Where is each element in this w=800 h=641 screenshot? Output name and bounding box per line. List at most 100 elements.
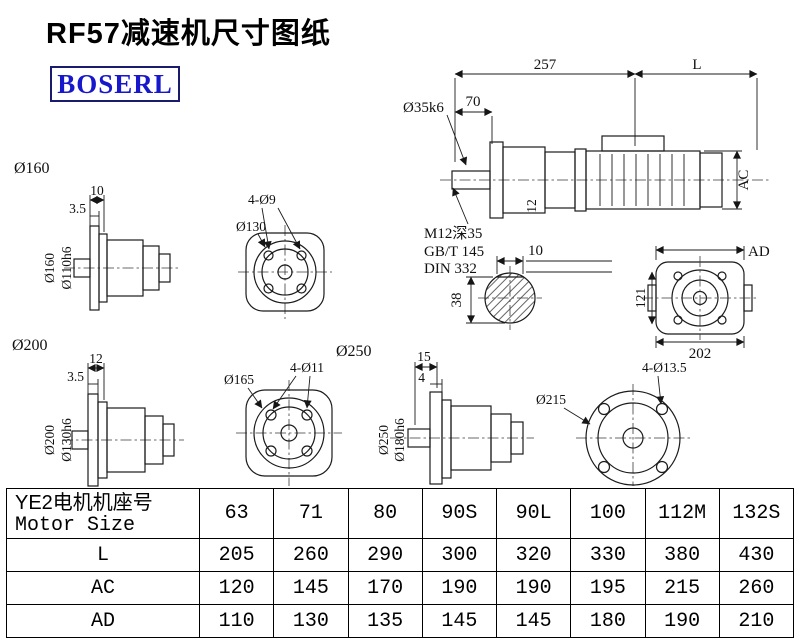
bolt-hole: [263, 250, 274, 261]
dim-3-5: 3.5: [67, 369, 84, 384]
dim-3-5: 3.5: [69, 201, 86, 216]
table-row-L: L 205 260 290 300 320 330 380 430: [6, 538, 795, 572]
bolt-hole: [673, 315, 683, 325]
dim-257: 257: [534, 57, 557, 73]
row-label-AC: AC: [6, 571, 200, 605]
dim-38: 38: [449, 293, 465, 308]
table-cell: 170: [347, 571, 423, 605]
standard-gbt145: GB/T 145: [424, 244, 484, 260]
table-cell: 290: [347, 538, 423, 572]
dim-4-holes-13-5: 4-Ø13.5: [642, 360, 687, 375]
table-cell: 145: [421, 604, 498, 638]
dim-d215: Ø215: [536, 392, 566, 407]
dim-d110h6: Ø110h6: [59, 246, 74, 289]
view-250-side: Ø250 15 4 Ø250 Ø180h6: [336, 343, 534, 485]
dim-d130h6: Ø130h6: [59, 418, 74, 462]
dim-202: 202: [689, 346, 712, 362]
table-cell: 430: [718, 538, 795, 572]
dim-d200: Ø200: [42, 425, 57, 455]
dim-L: L: [692, 57, 701, 73]
table-cell: 190: [495, 571, 572, 605]
view-main-assembly: 257 L 70 Ø35k6: [403, 57, 770, 277]
view-flange-165: 4-Ø11 Ø165: [224, 360, 342, 486]
bolt-hole: [717, 315, 727, 325]
table-cell: 320: [495, 538, 572, 572]
table-header-row: YE2电机机座号 Motor Size 63 71 80 90S 90L 100…: [6, 488, 795, 539]
view-160-label: Ø160: [14, 160, 50, 177]
motor-size-col: 100: [570, 488, 646, 539]
bolt-hole: [296, 283, 307, 294]
dim-4-holes-9: 4-Ø9: [248, 192, 276, 207]
motor-size-col: 132S: [718, 488, 795, 539]
motor-size-col: 90S: [421, 488, 498, 539]
table-cell: 135: [347, 604, 423, 638]
motor-size-col: 80: [347, 488, 423, 539]
row-label-L: L: [6, 538, 200, 572]
table-cell: 330: [570, 538, 646, 572]
bolt-hole: [265, 409, 277, 421]
boserl-logo: BOSERL: [50, 66, 180, 102]
table-row-AD: AD 110 130 135 145 145 180 190 210: [6, 604, 795, 638]
terminal-box: [601, 135, 665, 152]
dim-10: 10: [90, 183, 104, 198]
flange-outline: [585, 390, 681, 486]
bolt-hole: [301, 409, 313, 421]
table-cell: 145: [495, 604, 572, 638]
table-cell: 210: [718, 604, 795, 638]
dim-d130: Ø130: [236, 219, 266, 234]
view-250-label: Ø250: [336, 343, 372, 360]
dim-12: 12: [524, 199, 539, 213]
bolt-hole: [296, 250, 307, 261]
table-header-cn: YE2电机机座号: [15, 491, 153, 514]
table-cell: 110: [198, 604, 275, 638]
dim-AD: AD: [748, 244, 770, 260]
dim-d160: Ø160: [42, 253, 57, 283]
dim-121: 121: [633, 288, 648, 308]
bolt-hole: [655, 402, 669, 416]
view-ad-top: AD 121 202: [633, 244, 770, 362]
dim-15: 15: [417, 349, 431, 364]
bolt-hole: [301, 445, 313, 457]
bolt-hole: [673, 271, 683, 281]
dim-12: 12: [89, 351, 103, 366]
dim-4: 4: [418, 370, 425, 385]
table-row-AC: AC 120 145 170 190 190 195 215 260: [6, 571, 795, 605]
bolt-hole: [717, 271, 727, 281]
table-cell: 190: [421, 571, 498, 605]
table-cell: 380: [644, 538, 720, 572]
view-200-side: Ø200 12 3.5 Ø200 Ø130h6: [12, 337, 184, 487]
dim-70: 70: [466, 94, 481, 110]
table-cell: 215: [644, 571, 720, 605]
table-cell: 260: [273, 538, 349, 572]
table-cell: 180: [570, 604, 646, 638]
technical-drawing: Ø160 10 3.5 Ø160 Ø110h6 4-Ø9 Ø130: [12, 57, 770, 487]
bolt-hole: [265, 445, 277, 457]
table-header-cell: YE2电机机座号 Motor Size: [6, 488, 200, 539]
view-flange-215: 4-Ø13.5 Ø215: [536, 360, 692, 486]
table-header-en: Motor Size: [15, 513, 136, 537]
dim-key-10: 10: [528, 243, 543, 259]
motor-size-col: 90L: [495, 488, 572, 539]
dim-shaft-d35k6: Ø35k6: [403, 100, 444, 116]
table-cell: 120: [198, 571, 275, 605]
motor-size-col: 63: [198, 488, 275, 539]
view-160-side: Ø160 10 3.5 Ø160 Ø110h6: [14, 160, 178, 311]
table-cell: 195: [570, 571, 646, 605]
table-cell: 260: [718, 571, 795, 605]
motor-size-col: 112M: [644, 488, 720, 539]
row-label-AD: AD: [6, 604, 200, 638]
view-flange-130: 4-Ø9 Ø130: [236, 192, 332, 319]
motor-size-table: YE2电机机座号 Motor Size 63 71 80 90S 90L 100…: [6, 488, 795, 638]
view-shaft-section: 10 38: [449, 243, 612, 330]
table-cell: 130: [273, 604, 349, 638]
bolt-hole: [263, 283, 274, 294]
table-cell: 205: [198, 538, 275, 572]
page-title: RF57减速机尺寸图纸: [46, 18, 331, 50]
fan-cover: [699, 152, 723, 208]
bolt-hole: [655, 460, 669, 474]
view-200-label: Ø200: [12, 337, 48, 354]
flange-outline: [245, 389, 333, 477]
motor-size-col: 71: [273, 488, 349, 539]
dim-d165: Ø165: [224, 372, 254, 387]
table-cell: 190: [644, 604, 720, 638]
